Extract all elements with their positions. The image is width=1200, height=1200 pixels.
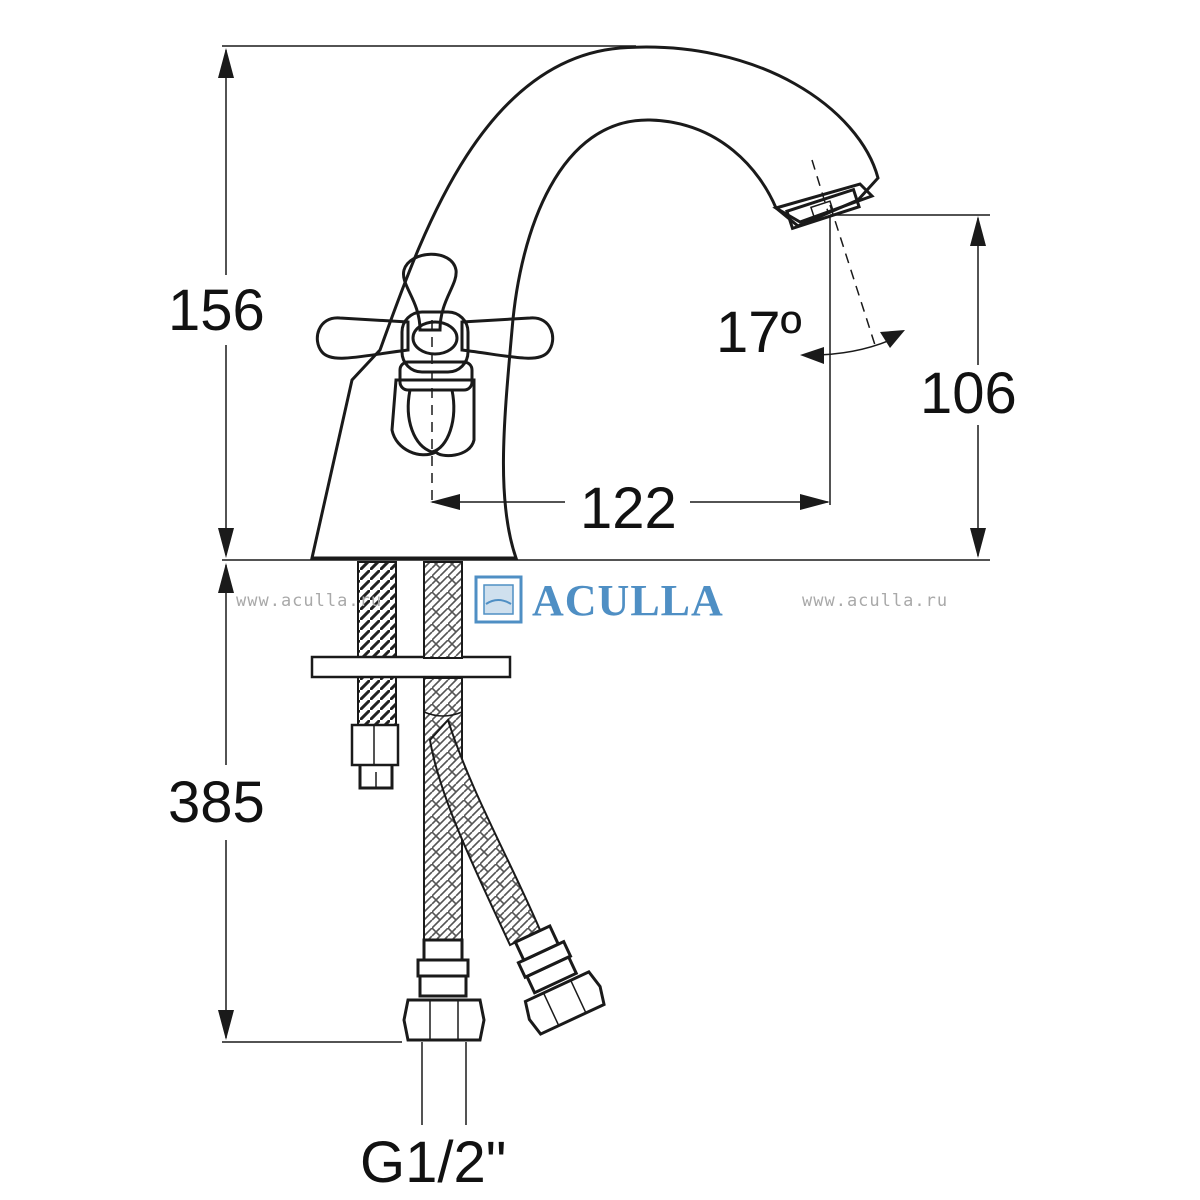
faucet-body — [310, 45, 880, 560]
dimension-106: 106 — [920, 361, 1017, 426]
dimension-385: 385 — [168, 770, 265, 835]
cross-handle — [316, 252, 554, 500]
dimension-156: 156 — [168, 278, 265, 343]
dimension-angle: 17º — [716, 300, 802, 365]
aculla-logo-icon — [474, 575, 523, 624]
dimension-thread: G1/2" — [360, 1130, 506, 1195]
supply-hoses — [310, 561, 606, 1042]
dimension-122: 122 — [580, 476, 677, 541]
watermark-right: www.aculla.ru — [802, 591, 948, 611]
watermark-left: www.aculla.ru — [236, 591, 382, 611]
dimension-lines — [218, 45, 990, 1125]
brand-name: ACULLA — [532, 576, 724, 625]
